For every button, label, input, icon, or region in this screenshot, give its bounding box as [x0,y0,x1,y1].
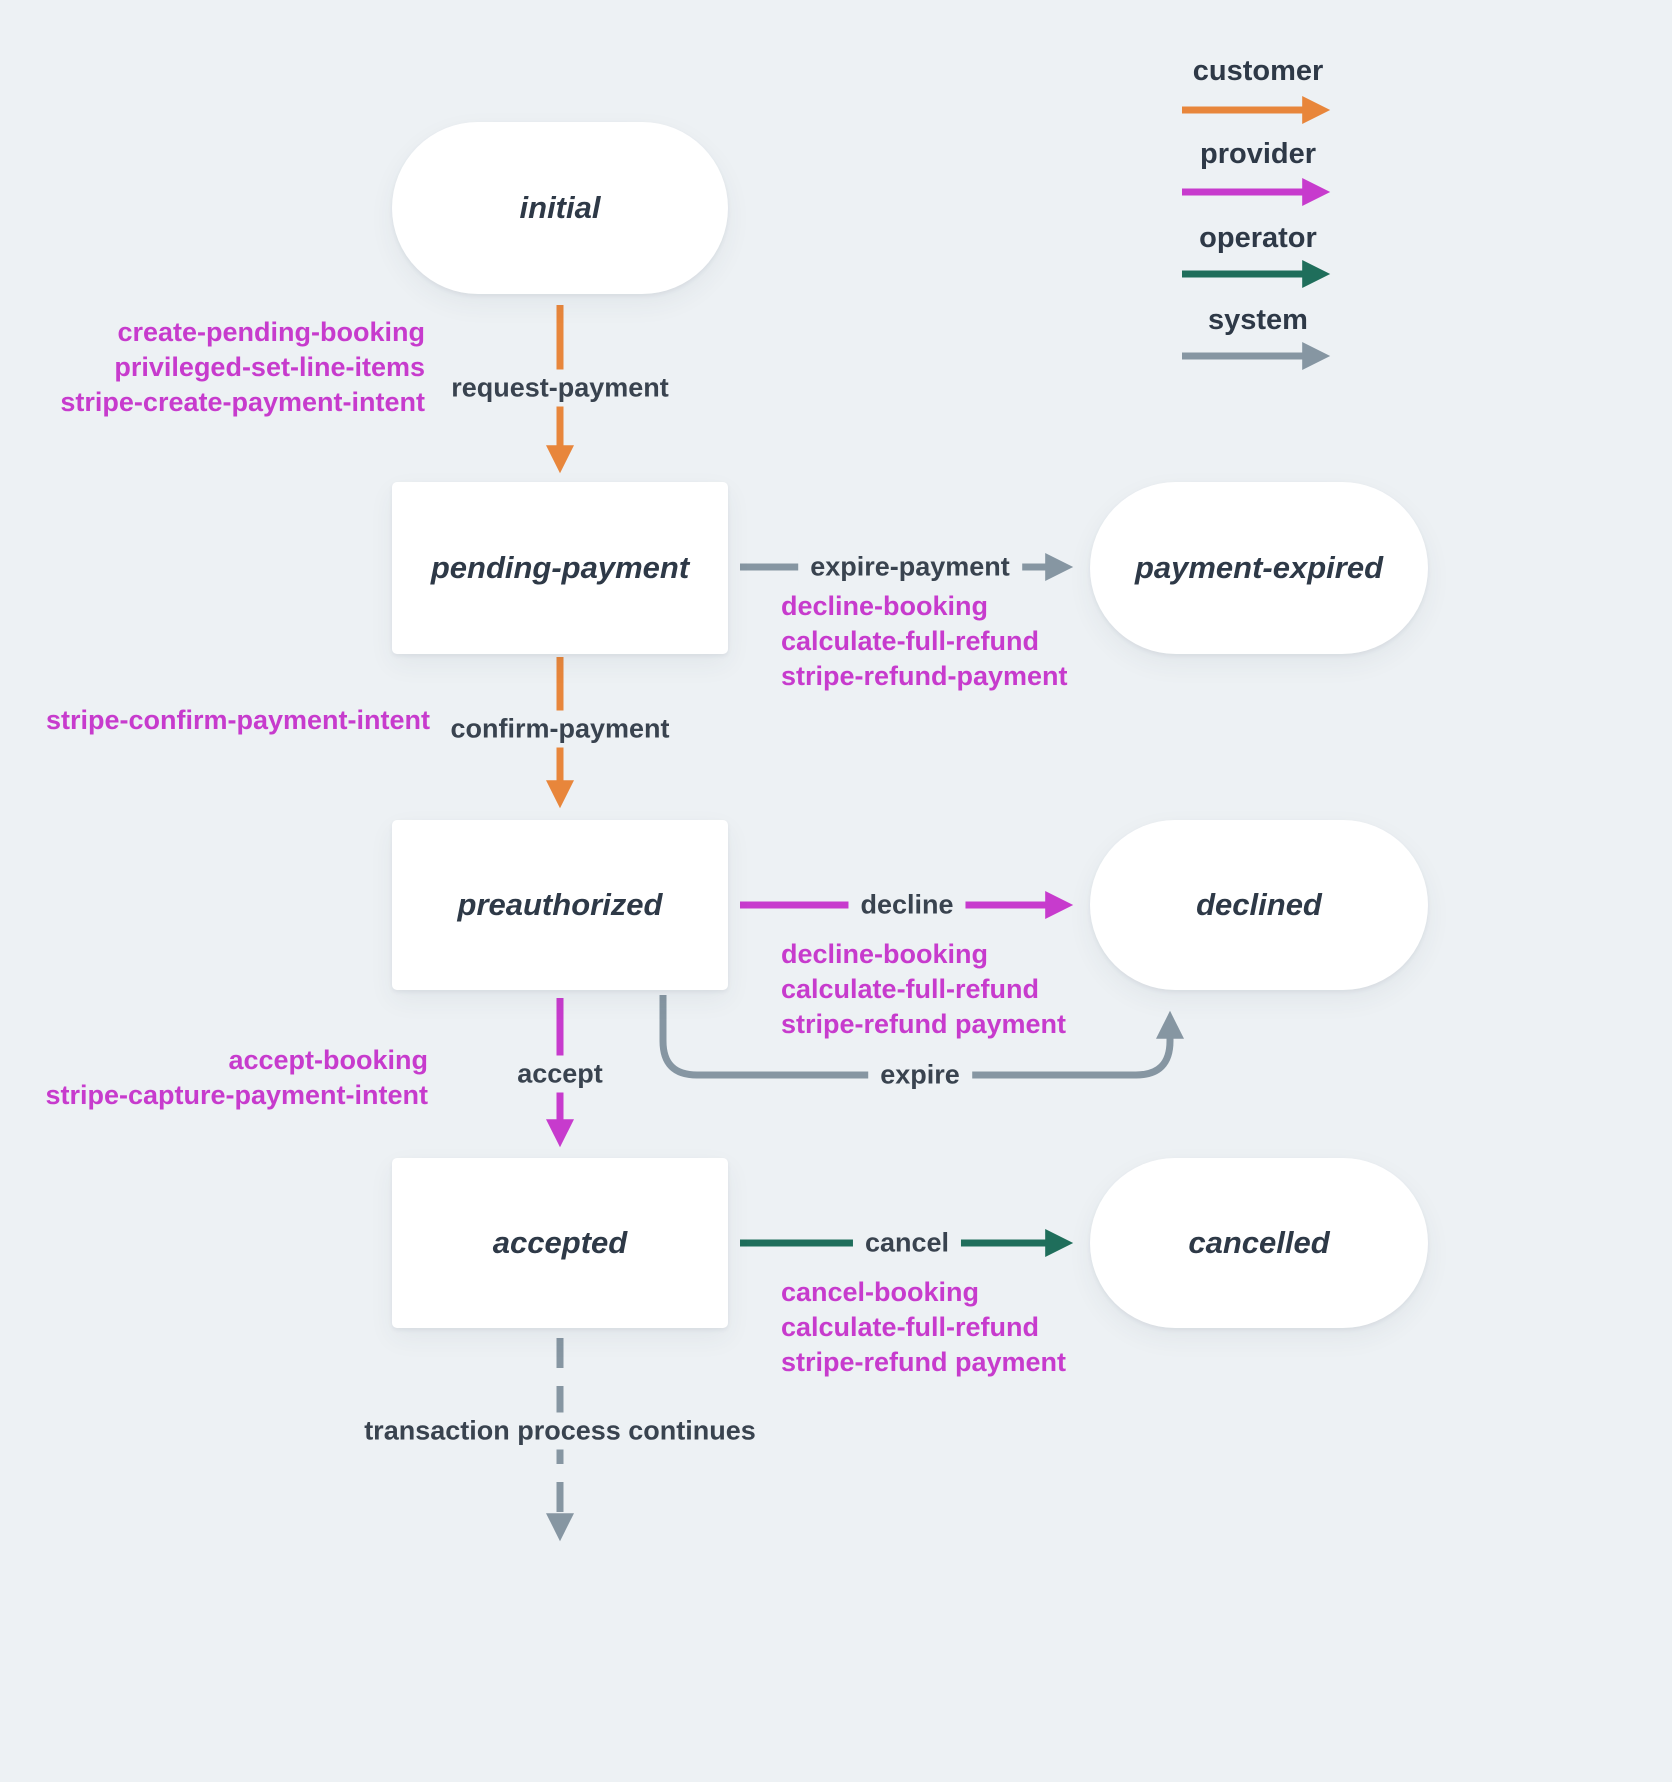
edge-label-decline: decline [848,886,966,924]
action-line: privileged-set-line-items [114,352,425,382]
actions-decline: decline-booking calculate-full-refund st… [781,937,1066,1042]
edge-label-request-payment: request-payment [439,369,681,407]
legend-label-customer: customer [1192,55,1324,87]
state-accepted-label: accepted [492,1225,628,1260]
state-pending-payment: pending-payment [392,482,728,654]
action-line: create-pending-booking [117,317,425,347]
state-cancelled: cancelled [1090,1158,1428,1328]
action-line: stripe-refund-payment [781,661,1068,691]
action-line: calculate-full-refund [781,626,1040,656]
legend-label-provider: provider [1199,138,1317,170]
actions-cancel: cancel-booking calculate-full-refund str… [781,1275,1066,1380]
action-line: calculate-full-refund [781,1312,1040,1342]
actions-accept: accept-booking stripe-capture-payment-in… [45,1043,428,1113]
edge-label-expire-payment: expire-payment [798,548,1022,586]
legend-label-operator: operator [1199,222,1317,254]
state-cancelled-label: cancelled [1188,1225,1330,1260]
edge-label-transaction-continues: transaction process continues [352,1412,768,1450]
action-line: cancel-booking [781,1277,980,1307]
edge-label-cancel: cancel [852,1224,962,1262]
action-line: decline-booking [781,939,989,969]
state-payment-expired-label: payment-expired [1134,550,1384,585]
action-line: decline-booking [781,591,989,621]
state-declined-label: declined [1196,887,1322,922]
action-line: accept-booking [228,1045,428,1075]
actions-expire-payment: decline-booking calculate-full-refund st… [781,589,1068,694]
state-accepted: accepted [392,1158,728,1328]
edge-label-confirm-payment: confirm-payment [438,710,682,748]
state-declined: declined [1090,820,1428,990]
state-pending-payment-label: pending-payment [430,550,690,585]
action-line: calculate-full-refund [781,974,1040,1004]
state-initial: initial [392,122,728,294]
actions-confirm-payment: stripe-confirm-payment-intent [46,703,430,738]
state-payment-expired: payment-expired [1090,482,1428,654]
legend-label-system: system [1208,304,1308,336]
state-initial-label: initial [519,190,601,225]
action-line: stripe-create-payment-intent [60,387,425,417]
action-line: stripe-confirm-payment-intent [45,705,430,735]
actions-request-payment: create-pending-booking privileged-set-li… [60,315,425,420]
state-preauthorized-label: preauthorized [457,887,663,922]
edge-label-accept: accept [505,1055,615,1093]
action-line: stripe-refund payment [781,1347,1067,1377]
action-line: stripe-capture-payment-intent [45,1080,428,1110]
action-line: stripe-refund payment [781,1009,1067,1039]
edge-label-expire: expire [868,1056,972,1094]
state-preauthorized: preauthorized [392,820,728,990]
